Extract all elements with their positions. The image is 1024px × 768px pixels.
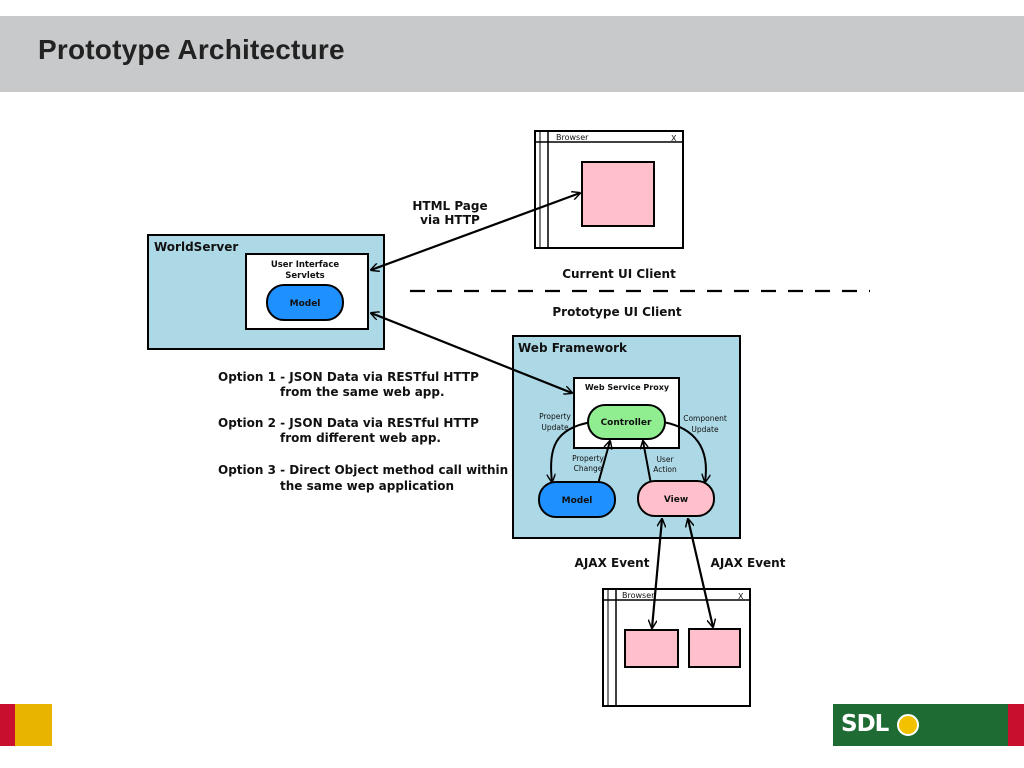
ajax-event-label-right: AJAX Event: [711, 556, 786, 570]
property-update-label-2: Update: [541, 423, 569, 432]
option-2-line1: Option 2 - JSON Data via RESTful HTTP: [218, 416, 479, 430]
title-bar: Prototype Architecture: [0, 16, 1024, 92]
view-label: View: [664, 495, 688, 505]
page-title: Prototype Architecture: [38, 34, 345, 65]
json-data-connector: [371, 313, 572, 393]
browser-window-top: Browser X: [534, 130, 684, 249]
property-update-label-1: Property: [539, 412, 571, 421]
option-1-line2: from the same web app.: [280, 385, 445, 399]
option-3-line1: Option 3 - Direct Object method call wit…: [218, 463, 508, 477]
worldserver-box: WorldServer User Interface Servlets Mode…: [147, 234, 385, 350]
ajax-connector-left: [652, 519, 662, 628]
close-icon-bottom: X: [738, 592, 744, 601]
controller-label: Controller: [601, 418, 652, 428]
ajax-event-label-left: AJAX Event: [575, 556, 650, 570]
web-model-label: Model: [562, 496, 593, 506]
sdl-logo: SDL: [841, 711, 889, 737]
user-action-arrow: [643, 441, 652, 485]
prototype-ui-client-label: Prototype UI Client: [552, 305, 682, 319]
property-update-arrow: [551, 421, 593, 482]
footer-red-stripe: [0, 704, 15, 746]
worldserver-model-label: Model: [290, 299, 321, 309]
current-ui-client-label: Current UI Client: [562, 267, 676, 281]
footer-red-stripe-right: [1008, 704, 1024, 746]
via-http-label: via HTTP: [420, 213, 480, 227]
worldserver-title: WorldServer: [154, 240, 238, 254]
browser-window-bottom: Browser X: [602, 588, 751, 707]
property-change-arrow: [597, 441, 610, 485]
component-update-arrow: [662, 421, 706, 482]
browser-pane-left: [624, 629, 679, 668]
footer-logo-band: [833, 704, 1008, 746]
web-framework-title: Web Framework: [518, 341, 628, 355]
option-2-line2: from different web app.: [280, 431, 441, 445]
sdl-logo-mark-icon: [897, 714, 919, 736]
browser-bottom-title-text: Browser: [622, 591, 655, 600]
property-change-label-1: Property: [572, 454, 604, 463]
component-update-label-1: Component: [683, 414, 727, 423]
option-3-line2: the same wep application: [280, 479, 454, 493]
browser-content-pane: [581, 161, 655, 227]
options-list: Option 1 - JSON Data via RESTful HTTP fr…: [218, 370, 508, 493]
browser-pane-right: [688, 628, 741, 668]
html-page-connector: [371, 193, 580, 270]
user-action-label-2: Action: [653, 465, 677, 474]
view-node: [637, 480, 715, 517]
controller-node: [587, 404, 666, 440]
html-page-label: HTML Page: [412, 199, 487, 213]
web-framework-box: Web Framework Web Service Proxy Controll…: [512, 335, 741, 539]
user-action-label-1: User: [656, 455, 674, 464]
worldserver-model-node: [266, 284, 344, 321]
component-update-label-2: Update: [691, 425, 719, 434]
web-service-proxy-label: Web Service Proxy: [585, 383, 670, 392]
close-icon: X: [671, 134, 677, 143]
property-change-label-2: Change: [574, 464, 603, 473]
servlets-label-line2: Servlets: [285, 271, 324, 281]
browser-title-text: Browser: [556, 133, 589, 142]
ajax-connector-right: [688, 519, 713, 627]
option-1-line1: Option 1 - JSON Data via RESTful HTTP: [218, 370, 479, 384]
servlets-label-line1: User Interface: [271, 260, 340, 270]
web-model-node: [538, 481, 616, 518]
footer-yellow-stripe: [15, 704, 52, 746]
